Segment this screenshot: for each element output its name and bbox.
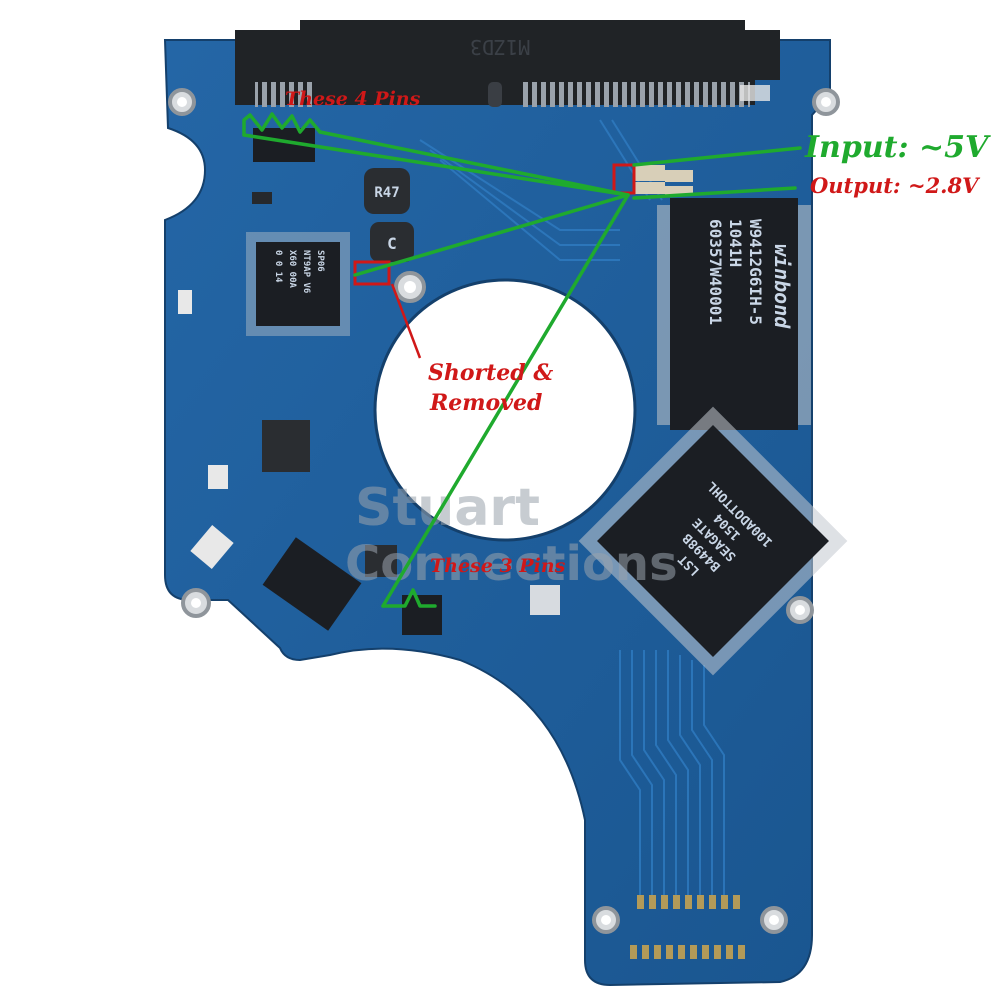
ram-line3: 60357W40001 (706, 219, 725, 325)
left-chip-line4: 0 0 14 (273, 250, 283, 283)
watermark-line2: Connections (345, 536, 678, 592)
ram-chip: winbond W9412G6IH-5 1041H 60357W40001 (657, 198, 811, 430)
inductor-r47-label: R47 (374, 185, 399, 201)
small-components (178, 128, 693, 635)
label-these-3-pins: These 3 Pins (430, 555, 566, 577)
left-chip-line2: NT9AP V6 (301, 250, 311, 293)
label-these-4-pins: These 4 Pins (285, 88, 421, 110)
ram-brand: winbond (770, 244, 794, 329)
label-shorted-line1: Shorted & (428, 360, 553, 386)
spindle-hole (373, 278, 637, 542)
watermark-line1: Stuart (355, 478, 540, 538)
annotation-lines (242, 112, 802, 608)
ram-line2: 1041H (726, 219, 745, 267)
motor-controller-chip: SP06 NT9AP V6 X60 00A 0 0 14 (246, 232, 350, 336)
mounting-holes (168, 88, 840, 934)
sata-connector: M1ZD3 (235, 20, 780, 107)
inductor-c: C (370, 222, 414, 262)
label-shorted-line2: Removed (429, 390, 542, 416)
inductor-r47: R47 (364, 168, 410, 214)
watermark: Stuart Connections (345, 478, 678, 592)
left-chip-line3: X60 00A (287, 250, 297, 289)
left-chip-line1: SP06 (315, 250, 325, 272)
bottom-pads (630, 895, 745, 959)
label-output: Output: ~2.8V (810, 173, 981, 198)
pointer-shorted (390, 283, 422, 359)
label-input: Input: ~5V (804, 130, 991, 165)
connector-label: M1ZD3 (470, 35, 530, 59)
ram-line1: W9412G6IH-5 (746, 219, 765, 325)
highlight-shorted (353, 260, 391, 286)
inductor-c-label: C (387, 234, 397, 253)
